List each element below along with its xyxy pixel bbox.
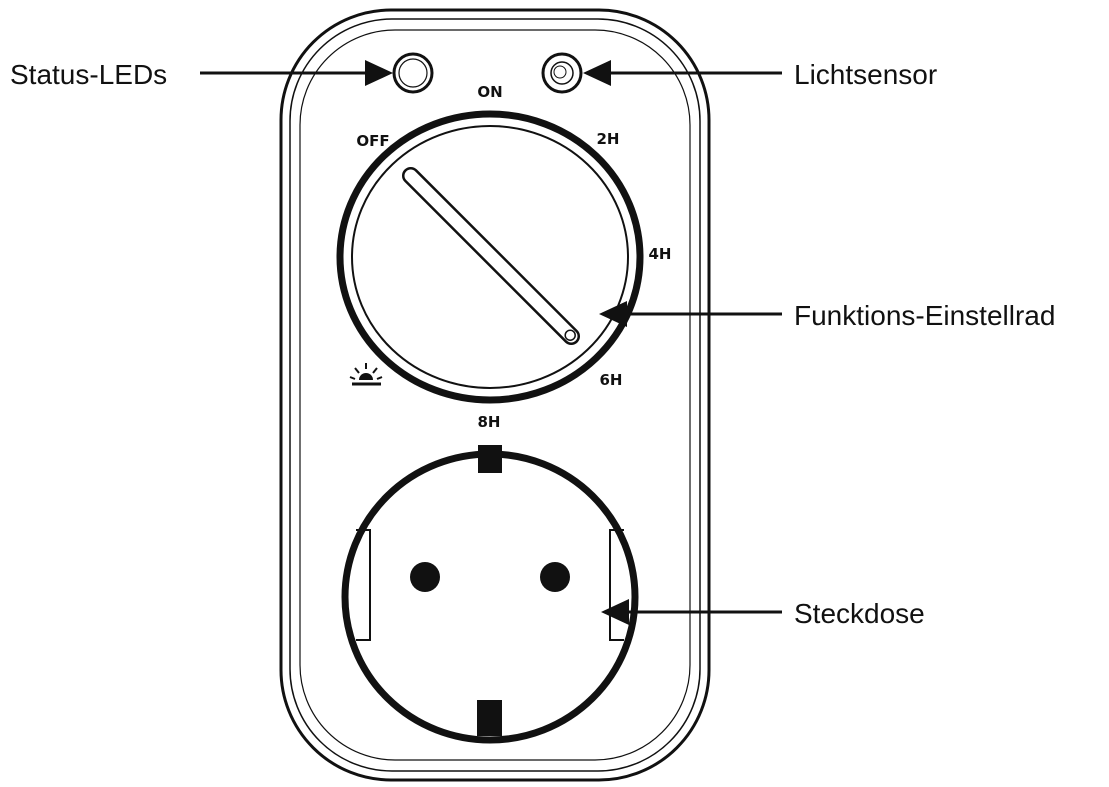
dial-outer-ring — [336, 110, 644, 404]
arrowhead-socket — [601, 599, 629, 625]
light-sensor — [541, 52, 583, 94]
dial-label-4h: 4H — [649, 245, 672, 263]
function-dial: ON OFF 2H 4H 6H 8H — [336, 83, 672, 431]
label-light-sensor: Lichtsensor — [794, 59, 937, 90]
socket-right-pin-hole — [540, 562, 570, 592]
label-status-leds: Status-LEDs — [10, 59, 167, 90]
socket-left-guide-notch — [356, 529, 371, 641]
callout-arrowheads — [365, 60, 629, 625]
socket-top-earth-clip — [478, 445, 502, 473]
label-socket: Steckdose — [794, 598, 925, 629]
housing-inner-outline — [299, 29, 691, 761]
arrowhead-status-leds — [365, 60, 393, 86]
socket — [341, 445, 639, 744]
socket-right-guide-notch — [609, 529, 624, 641]
dial-label-on: ON — [477, 83, 502, 101]
sunset-icon — [349, 363, 383, 386]
socket-left-pin-hole — [410, 562, 440, 592]
arrowhead-function-dial — [599, 301, 627, 327]
housing-middle-outline — [289, 18, 701, 772]
arrowhead-light-sensor — [583, 60, 611, 86]
dial-inner-face — [351, 125, 629, 389]
housing-outer-outline — [279, 8, 711, 782]
dial-pointer-knob — [401, 166, 581, 346]
callout-arrows — [200, 71, 782, 614]
label-function-dial: Funktions-Einstellrad — [794, 300, 1055, 331]
dial-label-off: OFF — [356, 132, 389, 150]
status-led — [392, 52, 434, 94]
dial-label-6h: 6H — [600, 371, 623, 389]
socket-bottom-earth-clip — [477, 700, 502, 736]
device-housing — [279, 8, 711, 782]
dial-label-8h: 8H — [478, 413, 501, 431]
socket-outer-ring — [341, 450, 639, 744]
dial-label-2h: 2H — [597, 130, 620, 148]
